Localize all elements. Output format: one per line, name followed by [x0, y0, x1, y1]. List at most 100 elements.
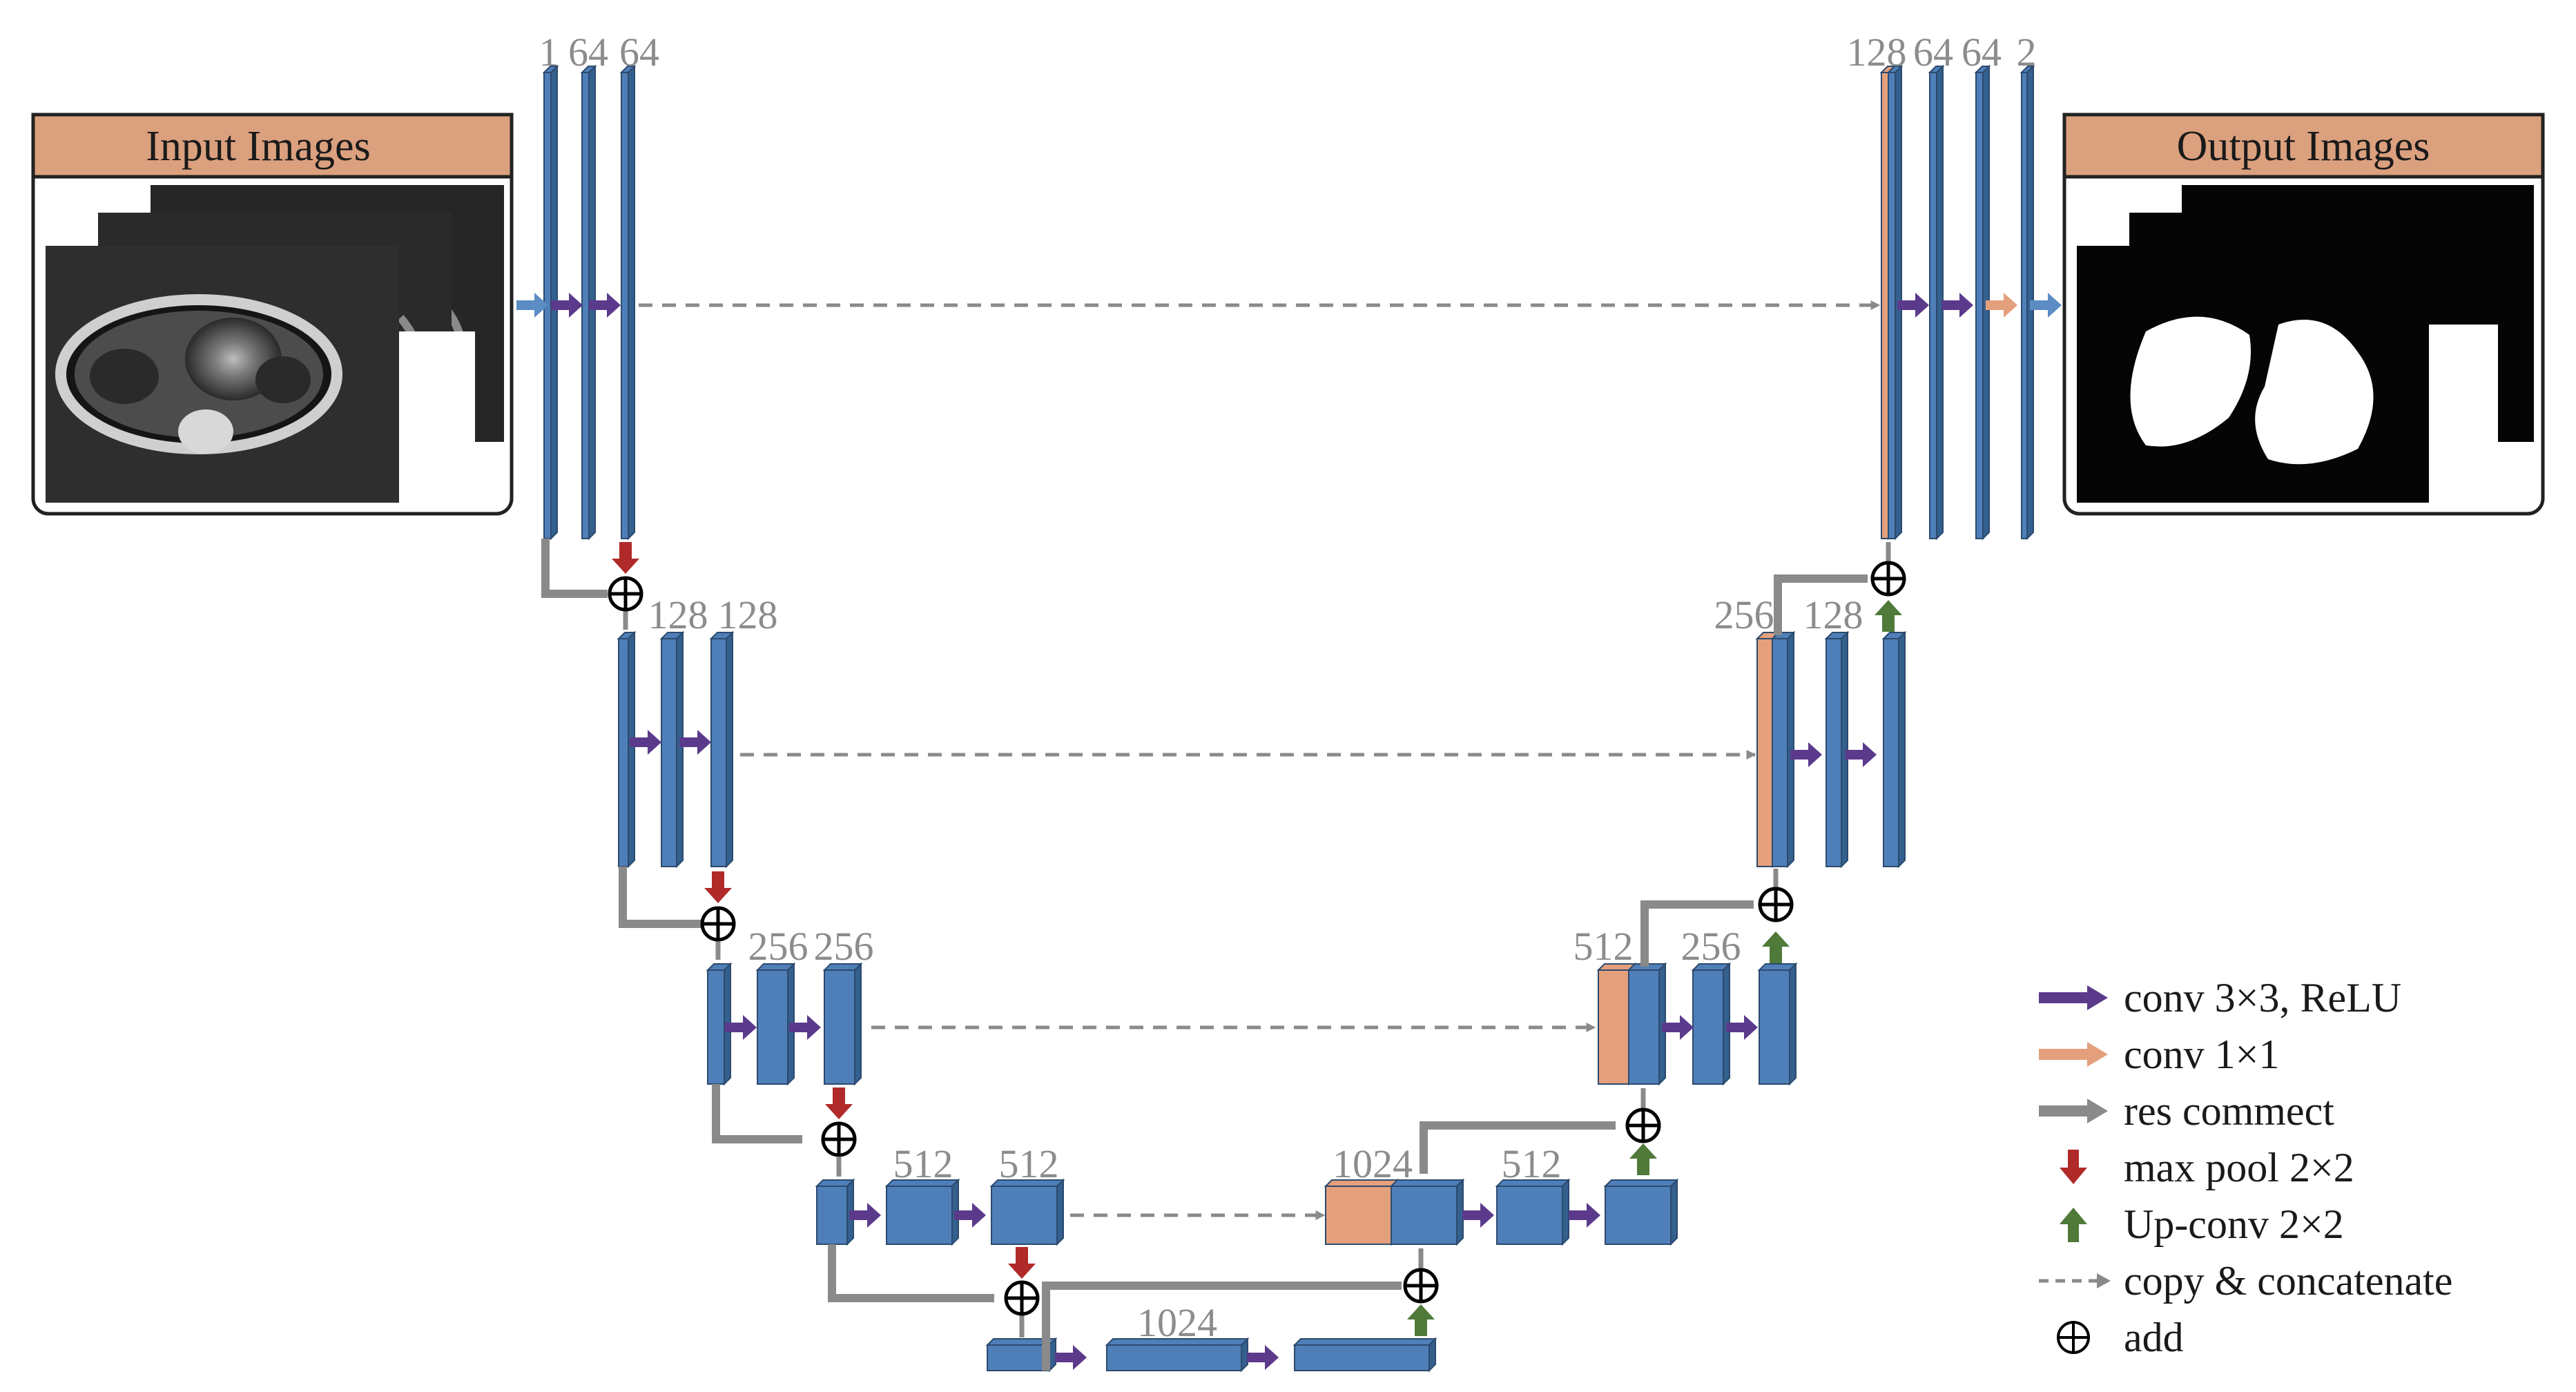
output-panel-title: Output Images [2177, 123, 2430, 170]
legend-arrow-conv3x3-icon [2039, 985, 2108, 1010]
dec2-upsampled-block [1770, 630, 1796, 869]
channel-label-dec2-2: 128 [1803, 592, 1863, 637]
copy-concatenate-connections [639, 300, 1881, 1220]
channel-label-dec1-2: 64 [1913, 30, 1953, 75]
conv-arrow-enc3-1 [725, 1015, 757, 1040]
channel-label-enc3-2: 256 [814, 924, 874, 969]
conv-arrow-dec2-2 [1845, 742, 1877, 767]
channel-label-dec1-3: 64 [1962, 30, 2002, 75]
upconv-arrow-3 [1762, 931, 1790, 963]
channel-label-enc3-1: 256 [748, 924, 808, 969]
dec3-block-2 [1691, 962, 1732, 1086]
legend-item-arrow-res: res commect [2039, 1088, 2334, 1134]
channel-label-enc2-2: 128 [718, 592, 778, 637]
channel-label-dec2-1: 256 [1714, 592, 1774, 637]
add-node-enc2 [608, 576, 643, 612]
enc2-block-3 [709, 630, 735, 869]
add-node-dec3 [1625, 1108, 1661, 1143]
legend-label: res commect [2124, 1088, 2334, 1134]
conv-arrow-enc2-1 [630, 730, 661, 755]
legend-item-arrow-upconv: Up-conv 2×2 [2060, 1201, 2344, 1247]
output-arrow [2030, 293, 2062, 318]
channel-label-enc4-1: 512 [893, 1141, 953, 1186]
dec3-block-3 [1757, 962, 1798, 1086]
legend: conv 3×3, ReLU conv 1×1 res commect max poo… [2039, 975, 2452, 1360]
legend-label: conv 3×3, ReLU [2124, 975, 2401, 1021]
conv-arrow-enc2-2 [679, 730, 711, 755]
input-panel-title: Input Images [146, 123, 370, 170]
channel-label-enc1-2: 64 [568, 30, 608, 75]
conv-arrow-enc1-1 [551, 293, 583, 318]
legend-label: copy & concatenate [2124, 1258, 2452, 1304]
channel-label-enc1-3: 64 [619, 30, 659, 75]
conv1x1-arrow [1986, 293, 2017, 318]
dec4-block-3 [1603, 1178, 1679, 1246]
enc4-block-3 [989, 1178, 1065, 1246]
legend-label: conv 1×1 [2124, 1032, 2279, 1077]
legend-label: max pool 2×2 [2124, 1145, 2354, 1190]
maxpool-arrow-2 [704, 871, 732, 903]
channel-label-dec4-1: 1024 [1333, 1141, 1413, 1186]
enc2-block-1 [617, 630, 637, 869]
add-node-bottleneck [1004, 1280, 1040, 1316]
bottleneck-block-1 [985, 1337, 1058, 1373]
upconv-arrow-1 [1407, 1304, 1435, 1336]
add-node-enc4 [821, 1121, 857, 1157]
legend-dashed-arrow-copy-icon [2039, 1273, 2111, 1288]
add-node-enc3 [700, 906, 736, 942]
legend-label: add [2124, 1315, 2184, 1360]
maxpool-arrow-3 [825, 1088, 853, 1119]
legend-circled-plus-icon [2057, 1321, 2090, 1354]
channel-label-dec1-1: 128 [1847, 30, 1907, 75]
dec2-block-2 [1824, 630, 1850, 869]
conv-arrow-enc4-2 [954, 1203, 986, 1228]
maxpool-arrow-4 [1008, 1247, 1036, 1279]
conv-arrow-enc1-2 [589, 293, 621, 318]
dec2-block-3 [1881, 630, 1907, 869]
output-images-panel: Output Images [2062, 113, 2545, 516]
bottleneck-block-2 [1105, 1337, 1250, 1373]
add-nodes [608, 561, 1906, 1316]
legend-item-circled-plus: add [2057, 1315, 2184, 1360]
enc3-block-1 [706, 962, 733, 1086]
enc2-block-2 [659, 630, 685, 869]
legend-item-arrow-maxpool: max pool 2×2 [2060, 1145, 2354, 1190]
conv-arrow-bottleneck-2 [1247, 1345, 1279, 1370]
upconv-arrow-4 [1875, 600, 1902, 632]
dec4-block-2 [1495, 1178, 1571, 1246]
dec1-block-2 [1928, 64, 1945, 541]
output-mask-stack [2077, 185, 2534, 503]
channel-label-bottleneck-1: 1024 [1137, 1300, 1217, 1345]
add-node-dec2 [1758, 887, 1794, 922]
enc4-block-2 [884, 1178, 960, 1246]
add-node-dec4 [1403, 1268, 1439, 1304]
upconv-arrow-2 [1629, 1143, 1657, 1175]
legend-arrow-conv1x1-icon [2039, 1042, 2108, 1067]
legend-item-arrow-conv1x1: conv 1×1 [2039, 1032, 2279, 1077]
conv-arrow-dec4-2 [1569, 1203, 1600, 1228]
operation-arrows [516, 293, 2062, 1370]
legend-arrow-res-icon [2039, 1099, 2108, 1123]
channel-label-enc2-1: 128 [648, 592, 708, 637]
bottleneck-block-3 [1292, 1337, 1437, 1373]
legend-item-dashed-arrow-copy: copy & concatenate [2039, 1258, 2452, 1304]
enc3-block-3 [822, 962, 863, 1086]
dec4-upsampled-block [1389, 1178, 1465, 1246]
channel-label-dec3-2: 256 [1681, 924, 1741, 969]
input-images-panel: Input Images [31, 113, 514, 516]
residual-connections [541, 539, 1891, 1371]
legend-arrow-upconv-icon [2060, 1208, 2087, 1242]
conv-arrow-dec1-1 [1897, 293, 1929, 318]
input-arrow [516, 293, 548, 318]
channel-label-dec3-1: 512 [1573, 924, 1634, 969]
add-node-dec1 [1870, 561, 1906, 597]
conv-arrow-dec4-1 [1462, 1203, 1494, 1228]
enc1-block-3 [619, 64, 637, 541]
legend-arrow-maxpool-icon [2060, 1150, 2087, 1184]
channel-label-enc1-1: 1 [539, 30, 559, 75]
dec3-upsampled-block [1627, 962, 1667, 1086]
channel-label-dec1-4: 2 [2017, 30, 2037, 75]
